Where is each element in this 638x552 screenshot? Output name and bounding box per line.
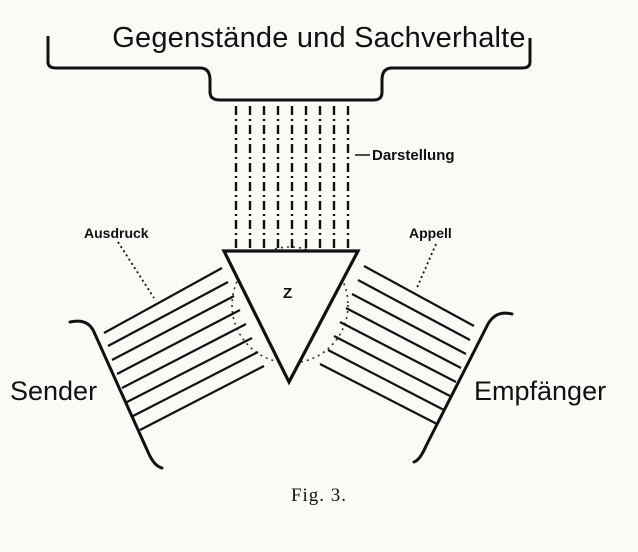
sign-label: Z	[283, 285, 293, 302]
empfaenger-brace	[412, 311, 514, 464]
sender-brace	[68, 319, 164, 470]
appell-leader	[415, 243, 437, 291]
expression-lines	[103, 267, 265, 431]
representation-lines	[234, 106, 350, 248]
darstellung-label: Darstellung	[372, 147, 455, 164]
sign-triangle	[221, 249, 361, 386]
objects-and-states-label: Gegenstände und Sachverhalte	[112, 22, 526, 54]
ausdruck-leader	[117, 241, 155, 299]
figure-caption: Fig. 3.	[290, 485, 348, 506]
empfaenger-label: Empfänger	[474, 376, 607, 406]
top-brace	[46, 36, 532, 102]
sender-label: Sender	[10, 376, 98, 406]
appeal-lines	[319, 265, 475, 425]
ausdruck-label: Ausdruck	[84, 225, 149, 241]
appell-label: Appell	[409, 225, 452, 241]
